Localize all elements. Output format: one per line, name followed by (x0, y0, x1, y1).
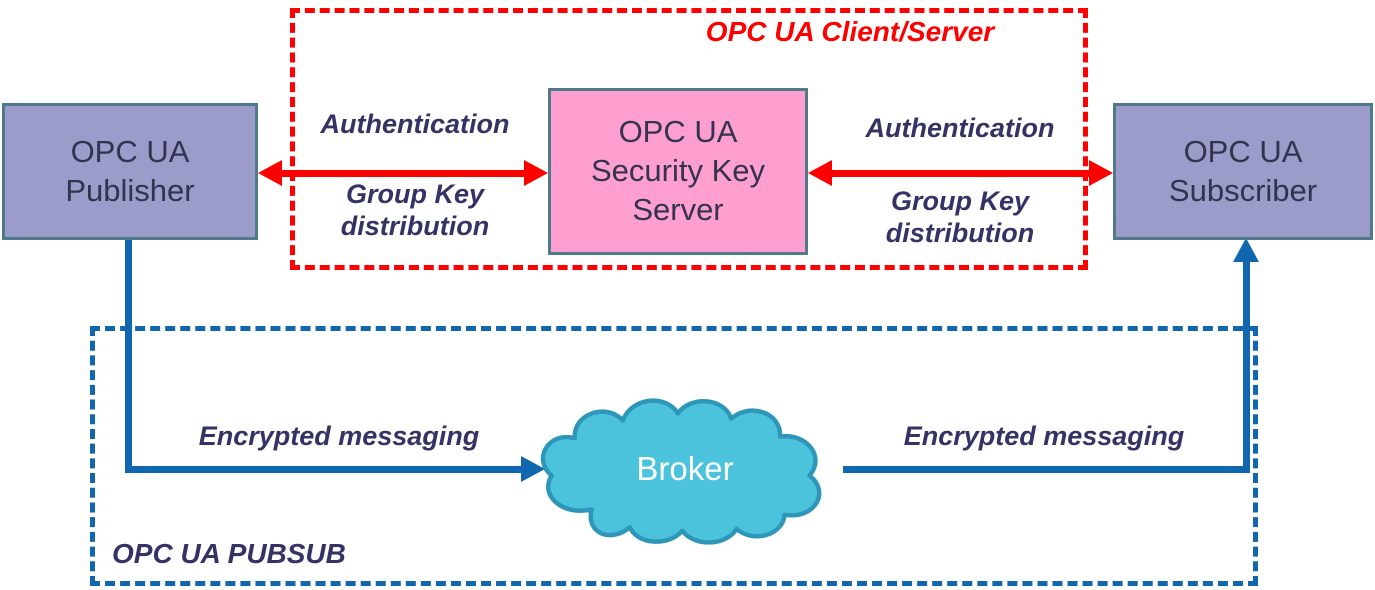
auth-arrow-left-line (280, 170, 528, 177)
auth-arrow-right-head-west-icon (808, 160, 832, 186)
node-publisher: OPC UA Publisher (2, 103, 258, 240)
client-server-group-frame (290, 8, 1088, 270)
pubsub-group-label: OPC UA PUBSUB (112, 538, 346, 569)
auth-arrow-right-line (830, 170, 1092, 177)
edge-label-authentication-left: Authentication (320, 109, 510, 139)
node-broker-label: Broker (636, 450, 734, 487)
auth-arrow-left-head-west-icon (258, 160, 282, 186)
broker-subscriber-vertical-line (1243, 258, 1250, 473)
edge-label-group-key-distribution-left: Group Key distribution (340, 179, 490, 242)
node-security-key-server: OPC UA Security Key Server (548, 88, 808, 255)
node-subscriber: OPC UA Subscriber (1113, 103, 1373, 240)
publisher-broker-vertical-line (125, 240, 132, 473)
publisher-broker-horizontal-line (125, 466, 525, 473)
pubsub-group-frame (90, 326, 1258, 586)
broker-subscriber-horizontal-line (843, 466, 1250, 473)
client-server-group-label: OPC UA Client/Server (705, 16, 995, 47)
edge-label-encrypted-messaging-right: Encrypted messaging (903, 421, 1185, 451)
edge-label-encrypted-messaging-left: Encrypted messaging (198, 421, 480, 451)
auth-arrow-right-head-east-icon (1089, 160, 1113, 186)
broker-cloud-icon (540, 398, 822, 545)
broker-subscriber-arrowhead-icon (1233, 238, 1259, 262)
auth-arrow-left-head-east-icon (524, 160, 548, 186)
edge-label-group-key-distribution-right: Group Key distribution (885, 186, 1035, 249)
edge-label-authentication-right: Authentication (865, 113, 1055, 143)
